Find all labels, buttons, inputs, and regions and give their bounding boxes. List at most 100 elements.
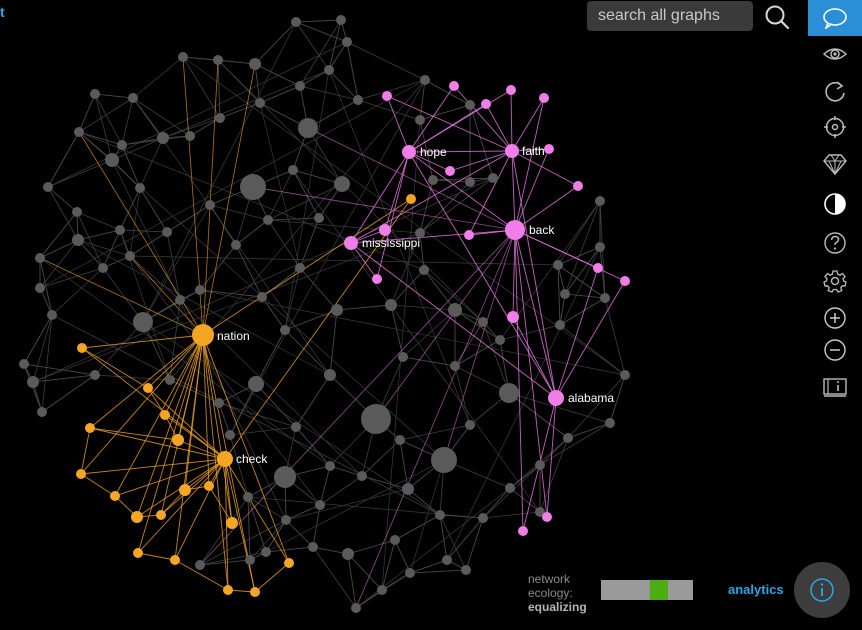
- graph-node[interactable]: [165, 375, 175, 385]
- contrast-button[interactable]: [808, 188, 862, 220]
- graph-node[interactable]: [336, 15, 346, 25]
- visibility-button[interactable]: [808, 38, 862, 70]
- graph-node[interactable]: [288, 165, 298, 175]
- graph-node[interactable]: [72, 234, 84, 246]
- graph-node[interactable]: [19, 359, 29, 369]
- graph-node-orange[interactable]: [76, 469, 86, 479]
- graph-node[interactable]: [47, 310, 57, 320]
- graph-node[interactable]: [35, 283, 45, 293]
- graph-node-faith[interactable]: [505, 144, 519, 158]
- graph-node-orange[interactable]: [77, 343, 87, 353]
- focus-button[interactable]: [808, 111, 862, 143]
- search-input[interactable]: [596, 6, 750, 26]
- graph-node-orange[interactable]: [204, 481, 214, 491]
- info-button[interactable]: [794, 562, 850, 618]
- graph-node-orange[interactable]: [250, 587, 260, 597]
- graph-node[interactable]: [478, 513, 488, 523]
- graph-node[interactable]: [214, 398, 224, 408]
- graph-node-orange[interactable]: [172, 434, 184, 446]
- graph-node-orange[interactable]: [170, 555, 180, 565]
- graph-node-back[interactable]: [505, 220, 525, 240]
- graph-node[interactable]: [415, 228, 425, 238]
- graph-node[interactable]: [395, 435, 405, 445]
- graph-node[interactable]: [178, 52, 188, 62]
- graph-node[interactable]: [495, 335, 505, 345]
- graph-node[interactable]: [35, 253, 45, 263]
- graph-node[interactable]: [243, 492, 253, 502]
- graph-node-orange[interactable]: [156, 510, 166, 520]
- graph-node[interactable]: [435, 510, 445, 520]
- graph-node-pink[interactable]: [382, 91, 392, 101]
- graph-node[interactable]: [442, 555, 452, 565]
- graph-node-orange[interactable]: [284, 558, 294, 568]
- graph-node[interactable]: [295, 81, 305, 91]
- graph-node[interactable]: [27, 376, 39, 388]
- graph-node-pink[interactable]: [544, 144, 554, 154]
- graph-node-pink[interactable]: [506, 85, 516, 95]
- graph-node[interactable]: [105, 153, 119, 167]
- graph-node[interactable]: [231, 240, 241, 250]
- graph-node-orange[interactable]: [406, 194, 416, 204]
- graph-node[interactable]: [334, 176, 350, 192]
- graph-node[interactable]: [245, 555, 255, 565]
- graph-node[interactable]: [535, 460, 545, 470]
- graph-node[interactable]: [342, 548, 354, 560]
- graph-node[interactable]: [465, 100, 475, 110]
- graph-node[interactable]: [263, 215, 273, 225]
- graph-node-orange[interactable]: [160, 410, 170, 420]
- ecology-meter[interactable]: [601, 580, 693, 600]
- graph-node[interactable]: [249, 58, 261, 70]
- graph-node[interactable]: [281, 515, 291, 525]
- graph-node-pink[interactable]: [507, 311, 519, 323]
- graph-node-hope[interactable]: [402, 145, 416, 159]
- graph-node[interactable]: [605, 418, 615, 428]
- graph-node[interactable]: [505, 483, 515, 493]
- graph-node-nation[interactable]: [192, 324, 214, 346]
- graph-node[interactable]: [357, 471, 367, 481]
- graph-node[interactable]: [465, 420, 475, 430]
- graph-node-pink[interactable]: [542, 512, 552, 522]
- graph-node[interactable]: [255, 98, 265, 108]
- graph-node-orange[interactable]: [110, 491, 120, 501]
- graph-node[interactable]: [535, 507, 545, 517]
- graph-node[interactable]: [478, 317, 488, 327]
- graph-node[interactable]: [361, 404, 391, 434]
- graph-node[interactable]: [595, 242, 605, 252]
- graph-node[interactable]: [331, 304, 343, 316]
- graph-node-pink[interactable]: [593, 263, 603, 273]
- graph-node[interactable]: [195, 560, 205, 570]
- graph-node-pink[interactable]: [518, 526, 528, 536]
- graph-node[interactable]: [324, 65, 334, 75]
- graph-node[interactable]: [324, 369, 336, 381]
- graph-node[interactable]: [72, 207, 82, 217]
- graph-node[interactable]: [415, 115, 425, 125]
- graph-node[interactable]: [563, 433, 573, 443]
- graph-node[interactable]: [257, 292, 267, 302]
- graph-node[interactable]: [157, 132, 169, 144]
- graph-node[interactable]: [213, 55, 223, 65]
- graph-node[interactable]: [450, 361, 460, 371]
- graph-node-orange[interactable]: [179, 484, 191, 496]
- graph-node-orange[interactable]: [133, 548, 143, 558]
- graph-node[interactable]: [314, 213, 324, 223]
- graph-node-pink[interactable]: [481, 99, 491, 109]
- gem-button[interactable]: [808, 148, 862, 180]
- graph-node[interactable]: [74, 127, 84, 137]
- zoom-out-button[interactable]: [808, 334, 862, 366]
- graph-node[interactable]: [125, 251, 135, 261]
- graph-node[interactable]: [385, 299, 397, 311]
- graph-node-orange[interactable]: [226, 517, 238, 529]
- settings-button[interactable]: [808, 265, 862, 297]
- graph-node[interactable]: [37, 407, 47, 417]
- graph-node[interactable]: [351, 603, 361, 613]
- graph-node[interactable]: [308, 542, 318, 552]
- graph-node[interactable]: [325, 461, 335, 471]
- graph-node[interactable]: [353, 95, 363, 105]
- graph-node-pink[interactable]: [620, 276, 630, 286]
- graph-node[interactable]: [43, 182, 53, 192]
- graph-node[interactable]: [465, 177, 475, 187]
- graph-node-pink[interactable]: [464, 230, 474, 240]
- graph-node-pink[interactable]: [449, 81, 459, 91]
- graph-node[interactable]: [315, 500, 325, 510]
- reload-button[interactable]: [808, 75, 862, 107]
